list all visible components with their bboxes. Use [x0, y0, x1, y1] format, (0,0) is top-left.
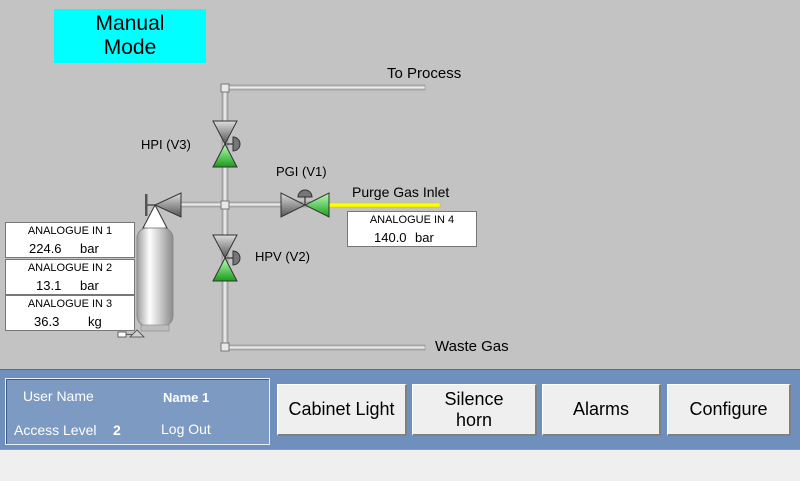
- analogue-in-1-box: ANALOGUE IN 1 224.6 bar: [5, 222, 135, 258]
- analogue-in-2-title: ANALOGUE IN 2: [27, 262, 113, 274]
- user-name-label: User Name: [23, 388, 94, 404]
- analogue-in-3-value: 36.3: [34, 314, 60, 329]
- access-level-value: 2: [113, 422, 121, 438]
- to-process-label: To Process: [387, 65, 462, 82]
- hpv-valve[interactable]: [212, 234, 241, 282]
- hpv-valve-label: HPV (V2): [255, 249, 310, 264]
- configure-button[interactable]: Configure: [667, 384, 791, 436]
- analogue-in-4-box: ANALOGUE IN 4 140.0 bar: [347, 211, 477, 247]
- logout-link[interactable]: Log Out: [161, 421, 211, 437]
- silence-horn-label-line2: horn: [455, 409, 493, 430]
- analogue-in-1-unit: bar: [80, 241, 99, 256]
- analogue-in-1-title: ANALOGUE IN 1: [27, 225, 113, 237]
- user-name-value: Name 1: [163, 390, 210, 405]
- analogue-in-3-unit: kg: [88, 314, 102, 329]
- analogue-in-4-unit: bar: [415, 230, 434, 245]
- hpi-valve-label: HPI (V3): [141, 137, 191, 152]
- cabinet-light-button[interactable]: Cabinet Light: [277, 384, 407, 436]
- analogue-in-3-title: ANALOGUE IN 3: [27, 298, 113, 310]
- junction-middle: [220, 200, 230, 210]
- pgi-valve[interactable]: [280, 189, 330, 218]
- silence-horn-button[interactable]: Silence horn: [412, 384, 537, 436]
- alarms-button[interactable]: Alarms: [542, 384, 661, 436]
- mode-banner-line2: Mode: [103, 36, 157, 59]
- hpi-valve[interactable]: [212, 120, 241, 168]
- status-bar: [0, 449, 800, 481]
- silence-horn-label-line1: Silence: [444, 388, 504, 409]
- gas-cylinder: [117, 227, 174, 338]
- pgi-valve-label: PGI (V1): [276, 164, 327, 179]
- piping-diagram: [117, 83, 441, 352]
- cylinder-valve[interactable]: [142, 192, 182, 229]
- junction-bottom: [220, 342, 230, 352]
- waste-gas-label: Waste Gas: [435, 338, 509, 355]
- purge-gas-inlet-label: Purge Gas Inlet: [352, 184, 450, 200]
- analogue-in-4-value: 140.0: [374, 230, 407, 245]
- analogue-in-2-box: ANALOGUE IN 2 13.1 bar: [5, 259, 135, 295]
- mode-banner: Manual Mode: [54, 9, 206, 63]
- access-level-label: Access Level: [14, 422, 97, 438]
- analogue-in-4-title: ANALOGUE IN 4: [369, 214, 455, 226]
- analogue-in-2-unit: bar: [80, 278, 99, 293]
- analogue-in-3-box: ANALOGUE IN 3 36.3 kg: [5, 295, 135, 331]
- mode-banner-line1: Manual: [95, 12, 165, 35]
- purge-gas-inlet-pipe: [326, 202, 441, 208]
- to-process-pipe: [224, 84, 426, 91]
- analogue-in-1-value: 224.6: [29, 241, 62, 256]
- junction-top: [220, 83, 230, 93]
- user-panel: User Name Name 1 Access Level 2 Log Out: [5, 378, 270, 445]
- analogue-in-2-value: 13.1: [36, 278, 62, 293]
- waste-gas-pipe: [224, 344, 426, 351]
